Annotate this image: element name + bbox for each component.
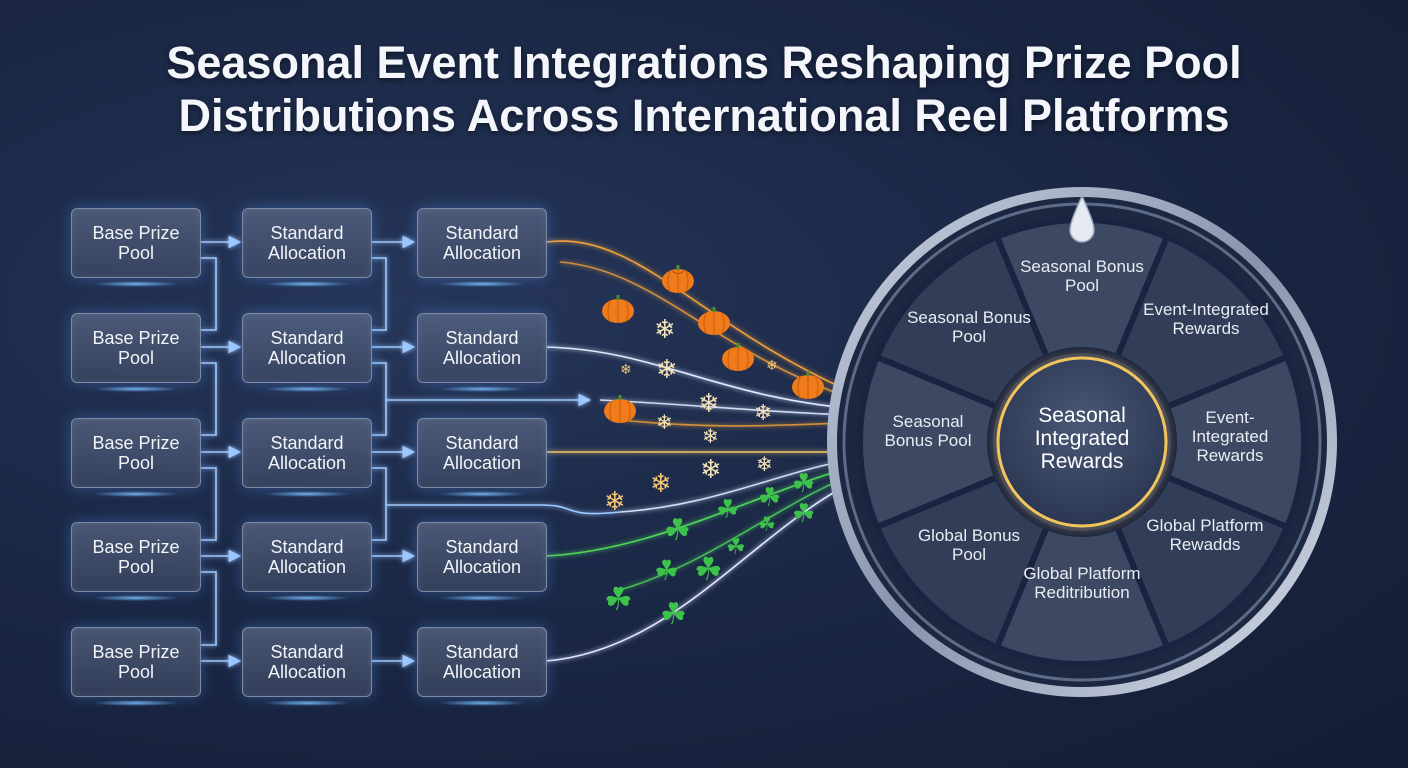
pumpkin-icon xyxy=(604,395,636,423)
standard-allocation-box: Standard Allocation xyxy=(417,418,547,497)
snowflake-icon: ❄ xyxy=(656,412,673,434)
snowflake-icon: ❄ xyxy=(650,468,672,498)
clover-icon: ☘ xyxy=(664,514,691,547)
snowflake-icon: ❄ xyxy=(698,388,720,418)
standard-allocation-box: Standard Allocation xyxy=(242,208,372,287)
standard-allocation-box: Standard Allocation xyxy=(242,522,372,601)
standard-allocation-box: Standard Allocation xyxy=(242,418,372,497)
pumpkin-icon xyxy=(602,295,634,323)
snowflake-icon: ❄ xyxy=(700,454,722,484)
pumpkin-icon xyxy=(792,371,824,399)
base-prize-pool-box: Base Prize Pool xyxy=(71,208,201,287)
wheel-hub-label: Seasonal Integrated Rewards xyxy=(1034,404,1130,473)
segment-label-seasonal-bonus-pool-upper-left: Seasonal Bonus Pool xyxy=(907,308,1031,346)
standard-allocation-box: Standard Allocation xyxy=(417,522,547,601)
snowflake-icon: ❄ xyxy=(766,357,778,373)
snowflake-icon: ❄ xyxy=(756,454,773,476)
snowflake-icon: ❄ xyxy=(620,361,632,377)
standard-allocation-box: Standard Allocation xyxy=(242,627,372,706)
snowflake-icon: ❄ xyxy=(656,354,678,384)
title-line-2: Distributions Across International Reel … xyxy=(178,90,1230,141)
snowflake-icon: ❄ xyxy=(702,426,719,448)
reward-wheel xyxy=(827,187,1337,697)
clover-icon: ☘ xyxy=(654,555,680,586)
base-prize-pool-box: Base Prize Pool xyxy=(71,313,201,392)
standard-allocation-box: Standard Allocation xyxy=(417,208,547,287)
clover-icon: ☘ xyxy=(660,598,687,631)
clover-icon: ☘ xyxy=(604,581,633,617)
clover-icon: ☘ xyxy=(726,534,746,559)
connectors-standard-to-standard xyxy=(371,235,621,668)
segment-label-seasonal-bonus-pool-top: Seasonal Bonus Pool xyxy=(1020,257,1144,295)
pumpkin-icon xyxy=(662,265,694,293)
base-prize-pool-box: Base Prize Pool xyxy=(71,522,201,601)
standard-allocation-box: Standard Allocation xyxy=(417,627,547,706)
clover-icon: ☘ xyxy=(694,551,723,587)
clover-icon: ☘ xyxy=(792,468,816,498)
segment-label-global-platform-rewadds: Global Platform Rewadds xyxy=(1146,516,1264,554)
pumpkin-icon xyxy=(698,307,730,335)
title-line-1: Seasonal Event Integrations Reshaping Pr… xyxy=(166,37,1242,88)
clover-icon: ☘ xyxy=(758,514,776,536)
clover-icon: ☘ xyxy=(758,482,782,512)
connectors-base-to-standard xyxy=(201,235,242,668)
snowflake-icon: ❄ xyxy=(754,400,773,425)
stream-lines xyxy=(545,240,871,662)
wheel-segments xyxy=(857,217,1307,667)
clover-icon: ☘ xyxy=(716,494,740,524)
segment-label-seasonal-bonus-pool-left: Seasonal Bonus Pool xyxy=(884,412,972,450)
page-title: Seasonal Event Integrations Reshaping Pr… xyxy=(0,36,1408,142)
clover-icon: ☘ xyxy=(792,498,816,528)
segment-label-event-integrated-rewards: Event-Integrated Rewards xyxy=(1191,408,1269,465)
base-prize-pool-box: Base Prize Pool xyxy=(71,418,201,497)
segment-label-global-bonus-pool: Global Bonus Pool xyxy=(917,526,1021,564)
standard-allocation-box: Standard Allocation xyxy=(242,313,372,392)
segment-label-event-integrated-rewards: Event-Integrated Rewards xyxy=(1143,300,1269,338)
snowflake-icon: ❄ xyxy=(604,486,626,516)
segment-label-global-platform-reditribution: Global Platform Reditribution xyxy=(1023,564,1141,602)
base-prize-pool-box: Base Prize Pool xyxy=(71,627,201,706)
pumpkin-icon xyxy=(722,343,754,371)
standard-allocation-box: Standard Allocation xyxy=(417,313,547,392)
snowflake-icon: ❄ xyxy=(654,314,676,344)
